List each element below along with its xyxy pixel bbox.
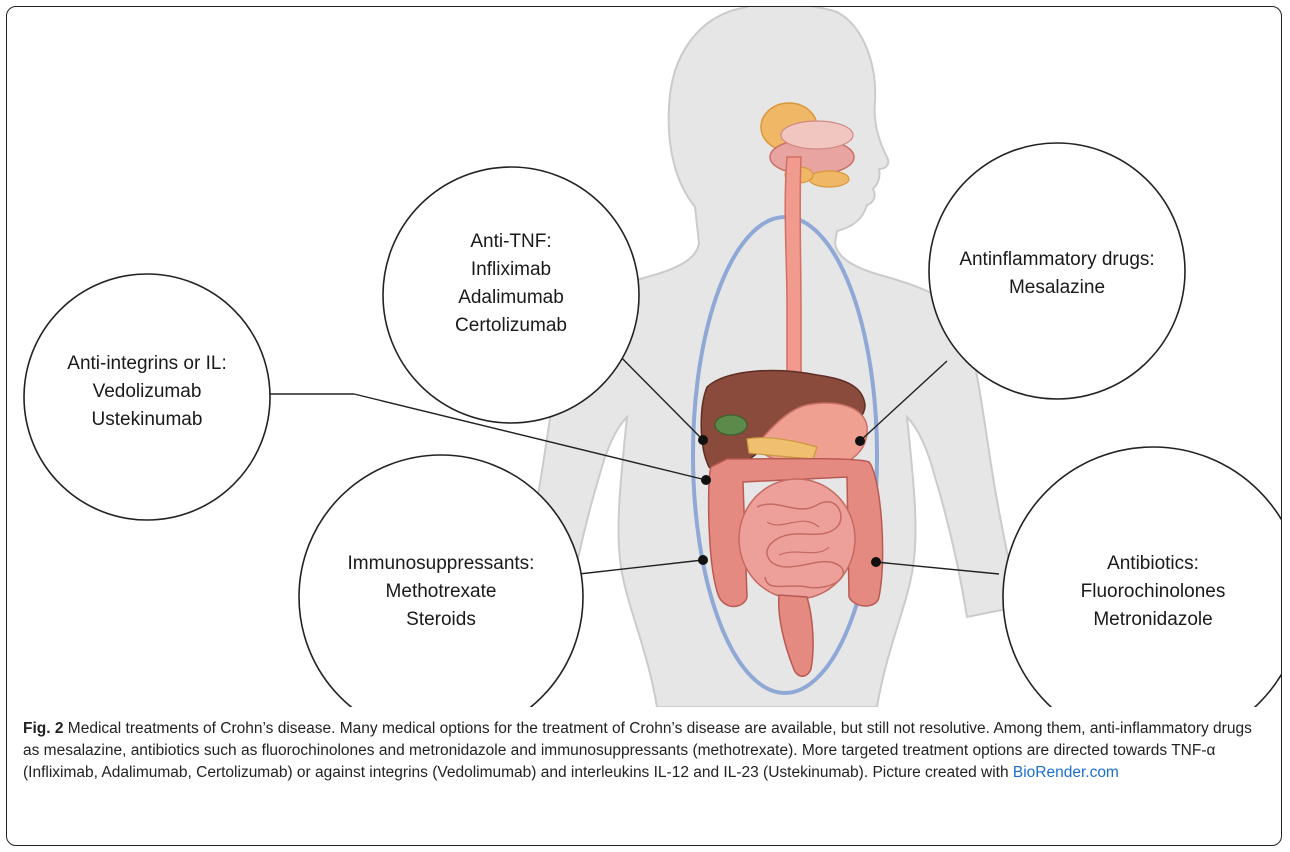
figure-illustration: Anti-TNF: Infliximab Adalimumab Certoliz…	[7, 7, 1282, 707]
circle-antibiotics: Antibiotics: Fluorochinolones Metronidaz…	[1003, 447, 1282, 707]
circle-anti-integrins-line-2: Vedolizumab	[93, 381, 202, 402]
biorender-link[interactable]: BioRender.com	[1013, 764, 1119, 781]
circle-anti-tnf-line-1: Anti-TNF:	[470, 231, 551, 252]
circle-anti-integrins-line-3: Ustekinumab	[92, 409, 203, 430]
circle-anti-tnf-line-2: Infliximab	[471, 259, 551, 280]
circle-anti-integrins-line-1: Anti-integrins or IL:	[67, 353, 226, 374]
circle-anti-tnf: Anti-TNF: Infliximab Adalimumab Certoliz…	[383, 167, 639, 423]
figure-frame: Anti-TNF: Infliximab Adalimumab Certoliz…	[6, 6, 1282, 846]
small-intestine-illustration	[739, 479, 855, 599]
circle-anti-tnf-line-4: Certolizumab	[455, 315, 567, 336]
circle-antibiotics-line-1: Antibiotics:	[1107, 553, 1199, 574]
circle-antibiotics-line-2: Fluorochinolones	[1081, 581, 1226, 602]
circle-immunosuppressants-line-1: Immunosuppressants:	[348, 553, 535, 574]
circle-immunosuppressants-line-2: Methotrexate	[386, 581, 497, 602]
figure-label: Fig. 2	[23, 720, 63, 737]
circle-antibiotics-line-3: Metronidazole	[1093, 609, 1212, 630]
circle-antiinflammatory-line-2: Mesalazine	[1009, 277, 1105, 298]
gallbladder-illustration	[715, 415, 747, 435]
circle-anti-tnf-line-3: Adalimumab	[458, 287, 564, 308]
figure-caption: Fig. 2 Medical treatments of Crohn’s dis…	[23, 718, 1263, 784]
circle-antiinflammatory: Antinflammatory drugs: Mesalazine	[929, 143, 1185, 399]
circle-immunosuppressants-line-3: Steroids	[406, 609, 476, 630]
circle-antiinflammatory-line-1: Antinflammatory drugs:	[959, 249, 1154, 270]
circle-anti-integrins: Anti-integrins or IL: Vedolizumab Usteki…	[24, 274, 270, 520]
